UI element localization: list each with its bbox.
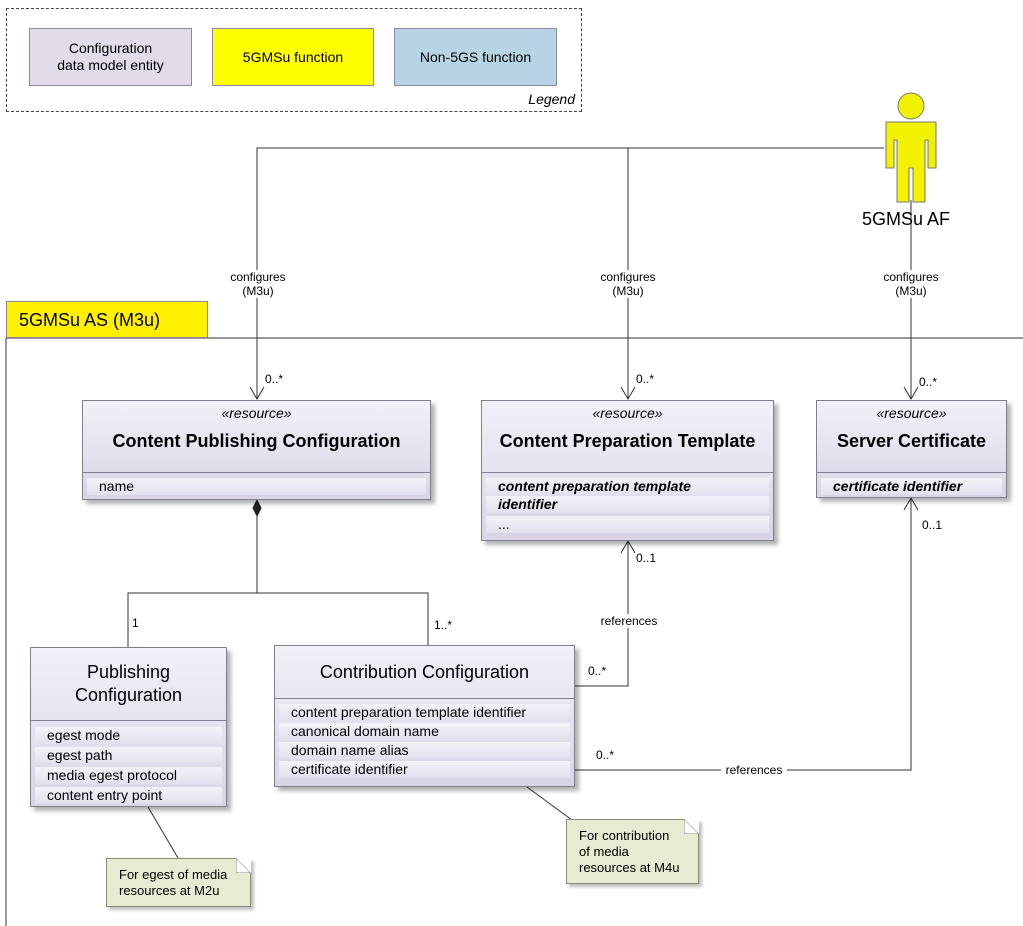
configures-label-1: configures (M3u) (222, 270, 294, 298)
note-fold-icon (236, 858, 251, 873)
attribute: content preparation template (486, 478, 769, 495)
class-contribution-configuration[interactable]: Contribution Configuration content prepa… (274, 645, 575, 787)
note-contribution: For contribution of media resources at M… (566, 819, 699, 884)
multiplicity: 0..* (919, 375, 938, 389)
multiplicity: 1 (132, 616, 139, 630)
attribute: egest path (35, 747, 222, 764)
multiplicity: 0..* (588, 664, 607, 678)
class-publishing-configuration[interactable]: Publishing Configuration egest mode eges… (30, 647, 227, 807)
class-name: Publishing (86, 662, 171, 682)
attribute: identifier (486, 496, 769, 513)
attribute: content entry point (35, 787, 222, 804)
attribute: certificate identifier (279, 761, 570, 778)
class-content-publishing-configuration[interactable]: «resource» Content Publishing Configurat… (82, 400, 431, 500)
composition-diamond (252, 498, 262, 518)
class-name: Configuration (74, 685, 183, 705)
note-fold-icon (684, 819, 699, 834)
configures-label-2: configures (M3u) (592, 270, 664, 298)
class-server-certificate[interactable]: «resource» Server Certificate certificat… (816, 400, 1007, 498)
attribute: name (87, 478, 426, 495)
class-name: Content Preparation Template (499, 431, 756, 451)
references-label-template: references (594, 614, 664, 628)
class-content-preparation-template[interactable]: «resource» Content Preparation Template … (481, 400, 774, 541)
legend-5gmsu-function: 5GMSu function (212, 28, 374, 86)
configures-line-1 (256, 147, 884, 399)
attribute: certificate identifier (821, 478, 1002, 495)
legend-caption: Legend (528, 91, 575, 107)
actor-icon (885, 92, 937, 203)
stereotype: «resource» (221, 405, 292, 421)
class-name: Contribution Configuration (319, 662, 530, 682)
attribute: canonical domain name (279, 723, 570, 740)
attribute: egest mode (35, 727, 222, 744)
legend-entity: Configuration data model entity (29, 28, 192, 86)
attribute: ... (486, 516, 769, 533)
multiplicity: 0..* (596, 748, 615, 762)
multiplicity: 0..1 (636, 551, 657, 565)
actor-label: 5GMSu AF (862, 209, 951, 229)
note-egest: For egest of media resources at M2u (106, 858, 251, 907)
multiplicity: 0..* (636, 372, 655, 386)
class-name: Content Publishing Configuration (112, 431, 401, 451)
stereotype: «resource» (876, 405, 947, 421)
legend: Configuration data model entity 5GMSu fu… (6, 8, 582, 112)
multiplicity: 1..* (434, 618, 453, 632)
legend-non-5gs-function: Non-5GS function (394, 28, 557, 86)
package-tab: 5GMSu AS (M3u) (6, 301, 208, 338)
class-name: Server Certificate (836, 431, 987, 451)
references-line-certificate (575, 498, 912, 771)
references-label-certificate: references (721, 763, 787, 777)
attribute: content preparation template identifier (279, 704, 570, 721)
references-line-template (575, 541, 629, 687)
stereotype: «resource» (592, 405, 663, 421)
configures-label-3: configures (M3u) (875, 270, 947, 298)
attribute: media egest protocol (35, 767, 222, 784)
multiplicity: 0..* (265, 372, 284, 386)
attribute: domain name alias (279, 742, 570, 759)
multiplicity: 0..1 (922, 518, 943, 532)
